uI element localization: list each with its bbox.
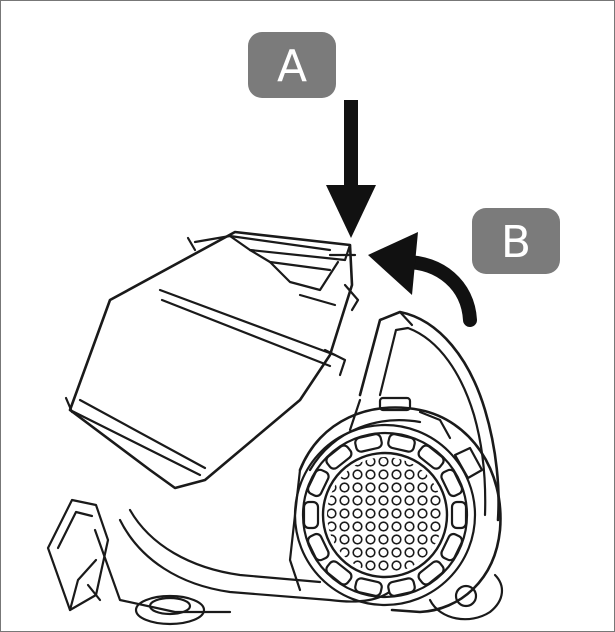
- grill-vent-slot: [325, 444, 353, 470]
- curved-arrow-icon: [368, 232, 477, 327]
- grill-vent-slot: [354, 433, 383, 453]
- grill-vent-slot: [387, 433, 416, 453]
- carry-handle: [358, 310, 500, 522]
- dust-container: [64, 230, 360, 490]
- exhaust-grill: [302, 433, 468, 597]
- grill-vent-slot: [387, 577, 416, 597]
- grill-vent-slot: [417, 444, 445, 470]
- grill-vent-slot: [440, 468, 464, 498]
- label-badge-a: A: [248, 32, 336, 98]
- label-badge-b: B: [472, 208, 560, 274]
- grill-vent-slot: [306, 468, 330, 498]
- vacuum-body-shell: [118, 518, 394, 603]
- grill-vent-slot: [450, 500, 468, 530]
- grill-vent-slot: [440, 532, 464, 562]
- motor-housing: [288, 396, 502, 614]
- grill-vent-slot: [306, 532, 330, 562]
- hose-inlet: [46, 498, 110, 612]
- label-a-text: A: [277, 41, 307, 92]
- arrow-down-icon: [326, 100, 376, 238]
- front-wheel: [134, 594, 206, 626]
- grill-vent-slot: [302, 500, 320, 530]
- rear-wheel: [428, 573, 503, 621]
- grill-vent-slot: [354, 577, 383, 597]
- label-b-text: B: [501, 217, 531, 268]
- grill-vent-slot: [325, 560, 353, 586]
- grill-vent-slot: [417, 560, 445, 586]
